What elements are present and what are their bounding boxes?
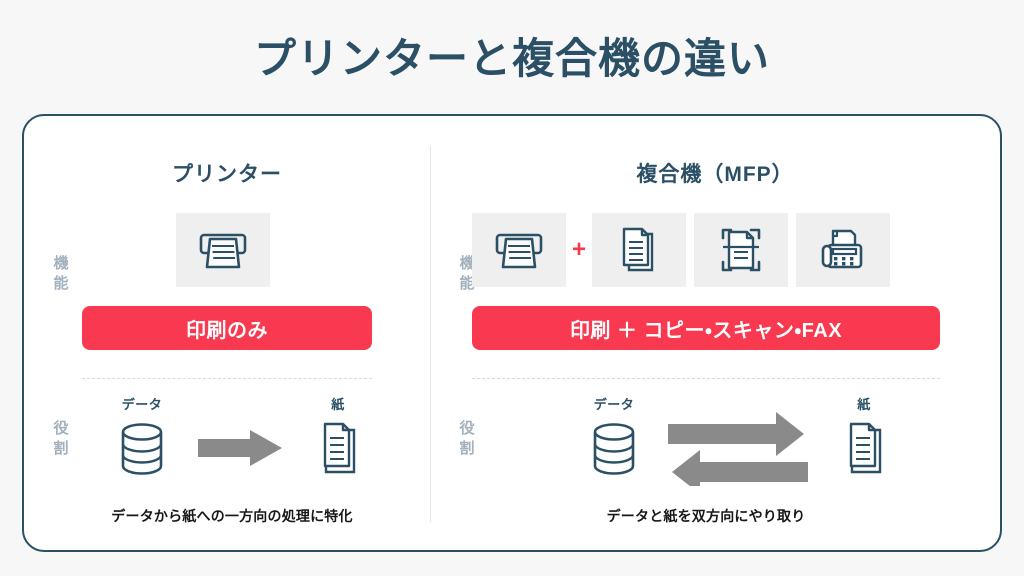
documents-icon bbox=[323, 422, 356, 474]
flow-mfp: データ bbox=[472, 394, 940, 524]
flow-caption-mfp: データと紙を双方向にやり取り bbox=[606, 508, 806, 524]
row-label-char: 機 bbox=[459, 255, 475, 272]
flow-node-label: データ bbox=[121, 397, 163, 412]
flow-node-data-printer: データ bbox=[100, 394, 184, 480]
flow-node-paper-printer: 紙 bbox=[296, 394, 380, 480]
icon-tile-printer bbox=[472, 213, 566, 287]
icon-tile-printer bbox=[176, 213, 270, 287]
flow-printer: データ bbox=[82, 394, 382, 524]
panel-printer-heading: プリンター bbox=[172, 163, 282, 186]
plus-icon: + bbox=[571, 236, 586, 263]
arrow-right-icon bbox=[198, 430, 282, 466]
section-divider-printer bbox=[82, 378, 372, 379]
page-title: プリンターと複合機の違い bbox=[253, 35, 770, 82]
panel-divider bbox=[430, 146, 431, 522]
row-label-char: 役 bbox=[53, 420, 69, 437]
scan-icon bbox=[721, 228, 761, 272]
icon-tile-fax bbox=[796, 213, 890, 287]
row-label-char: 割 bbox=[53, 440, 69, 458]
printer-icon bbox=[199, 233, 247, 269]
row-label-char: 役 bbox=[459, 420, 475, 437]
panel-mfp: 複合機（MFP） 機 能 + bbox=[430, 116, 1000, 550]
flow-node-paper-mfp: 紙 bbox=[822, 394, 906, 480]
arrows-two-way-mfp bbox=[668, 406, 808, 494]
banner-printer: 印刷のみ bbox=[82, 306, 372, 350]
row-label-function-mfp: 機 能 bbox=[454, 254, 480, 295]
row-label-char: 割 bbox=[459, 440, 475, 458]
row-label-function-printer: 機 能 bbox=[48, 254, 74, 295]
copy-documents-icon bbox=[622, 227, 654, 272]
flow-node-label: 紙 bbox=[857, 397, 871, 412]
database-icon bbox=[593, 423, 635, 475]
mfp-icon-row: + bbox=[472, 213, 890, 287]
fax-icon bbox=[821, 229, 863, 269]
printer-icon-row bbox=[176, 213, 270, 287]
documents-icon bbox=[849, 422, 882, 474]
row-label-char: 能 bbox=[53, 275, 69, 293]
flow-node-label: 紙 bbox=[331, 397, 345, 412]
row-label-role-printer: 役 割 bbox=[48, 419, 74, 460]
flow-node-label: データ bbox=[593, 397, 635, 412]
banner-mfp: 印刷 ＋ コピー・スキャン・FAX bbox=[472, 306, 940, 350]
arrow-one-way-printer bbox=[198, 428, 284, 473]
panels-container: プリンター 機 能 bbox=[24, 116, 1000, 550]
panel-printer: プリンター 機 能 bbox=[24, 116, 430, 550]
icon-tile-scan bbox=[694, 213, 788, 287]
row-label-char: 機 bbox=[53, 255, 69, 272]
panel-mfp-heading: 複合機（MFP） bbox=[636, 163, 794, 186]
flow-node-data-mfp: データ bbox=[572, 394, 656, 480]
flow-caption-printer: データから紙への一方向の処理に特化 bbox=[111, 508, 353, 524]
database-icon bbox=[121, 423, 163, 475]
icon-tile-copy bbox=[592, 213, 686, 287]
printer-icon bbox=[495, 233, 543, 269]
section-divider-mfp bbox=[472, 378, 940, 379]
comparison-card: プリンター 機 能 bbox=[22, 114, 1002, 552]
row-label-char: 能 bbox=[459, 275, 475, 293]
arrow-right-icon bbox=[668, 412, 804, 456]
row-label-role-mfp: 役 割 bbox=[454, 419, 480, 460]
arrow-left-icon bbox=[672, 450, 808, 494]
